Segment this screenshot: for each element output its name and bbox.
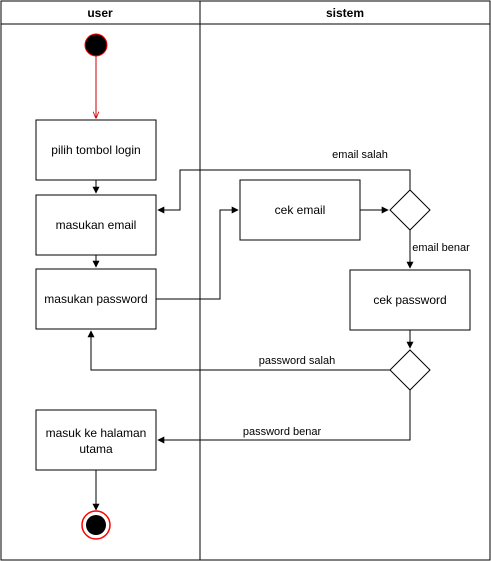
- end-node: [81, 510, 111, 540]
- activity-cek-email: cek email: [239, 179, 361, 241]
- decision-password: [389, 349, 431, 391]
- activity-cek-password: cek password: [349, 269, 471, 331]
- activity-label: pilih tombol login: [51, 143, 140, 157]
- activity-label: cek password: [373, 293, 446, 307]
- edge-password-benar: [157, 390, 411, 444]
- lane-title-user: user: [87, 6, 113, 20]
- label-password-benar: password benar: [243, 426, 322, 438]
- edge-email-salah: [157, 169, 411, 214]
- decision-email: [389, 189, 431, 231]
- edge-password-to-cek-email: [156, 206, 239, 300]
- label-password-salah: password salah: [259, 355, 335, 367]
- activity-label-line2: utama: [79, 442, 113, 456]
- label-email-salah: email salah: [332, 149, 388, 161]
- start-node: [84, 33, 108, 57]
- activity-masuk-halaman-utama: masuk ke halaman utama: [35, 409, 157, 471]
- lane-title-sistem: sistem: [326, 6, 364, 20]
- activity-label: masukan email: [56, 218, 137, 232]
- edge-password-salah: [87, 330, 390, 371]
- activity-label: cek email: [275, 203, 326, 217]
- activity-masukan-email: masukan email: [35, 194, 157, 256]
- activity-masukan-password: masukan password: [35, 268, 157, 330]
- activity-pilih-tombol-login: pilih tombol login: [35, 119, 157, 181]
- activity-label-line1: masuk ke halaman: [46, 426, 147, 440]
- label-email-benar: email benar: [412, 242, 470, 254]
- activity-label: masukan password: [44, 292, 147, 306]
